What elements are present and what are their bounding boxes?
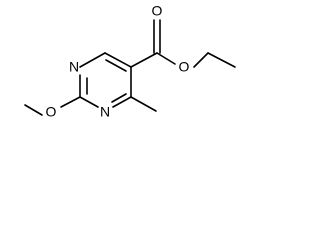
bond-ethyl-terminal (207, 52, 236, 68)
structure-canvas: N N O O O (24, 2, 236, 120)
bond-ester-oxygen-ethyl (193, 52, 209, 68)
bond-c5-carbonyl-carbon (130, 52, 158, 68)
bond-o-ch3 (24, 104, 43, 116)
carbonyl-oxygen-label: O (152, 3, 163, 19)
bond-n3-c2 (79, 96, 99, 108)
bond-carbonyl-carbon-ester-oxygen (156, 52, 176, 65)
bond-c4-n3-double (112, 96, 132, 108)
bond-c6-c5-double (104, 52, 132, 68)
bond-c2-o (60, 96, 81, 108)
bond-c6-c5-inner (105, 59, 127, 72)
ring-nitrogen-bottom-label: N (100, 104, 110, 120)
chemical-structure: N N O O O (24, 3, 236, 120)
ring-nitrogen-top-label: N (69, 59, 79, 75)
bond-n1-c6 (79, 52, 106, 68)
bond-c4-n3-inner (111, 93, 127, 103)
ester-oxygen-label: O (179, 59, 190, 75)
bond-c4-methyl (130, 96, 157, 112)
methoxy-oxygen-label: O (46, 104, 57, 120)
